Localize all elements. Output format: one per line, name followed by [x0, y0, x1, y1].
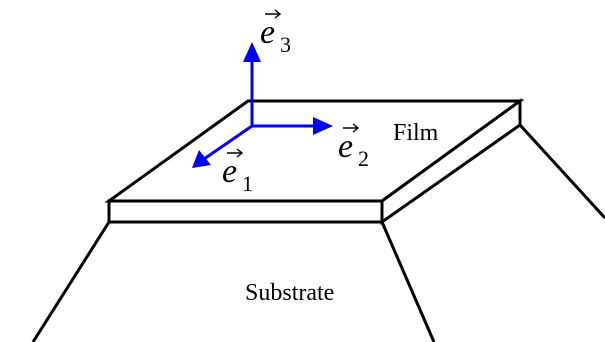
vector-e3-symbol: e — [260, 14, 275, 51]
vector-e3-overarrow — [265, 9, 282, 19]
film-front-face — [107, 199, 384, 224]
vector-e1-symbol: e — [222, 153, 237, 190]
vector-e1-overarrow — [227, 148, 244, 158]
vector-e2-symbol: e — [338, 128, 353, 165]
vector-e2-subscript: 2 — [358, 146, 369, 171]
vector-e1-subscript: 1 — [242, 171, 253, 196]
axis-e2-arrowhead — [313, 117, 333, 135]
vector-label-e1: e 1 — [222, 148, 253, 196]
substrate-outline — [31, 123, 605, 342]
vector-e3-subscript: 3 — [280, 32, 291, 57]
substrate-label: Substrate — [245, 280, 334, 306]
vector-label-e2: e 2 — [338, 123, 369, 171]
axis-e1-arrowhead — [192, 150, 211, 168]
coordinate-axes — [192, 42, 333, 168]
film-slab — [104, 98, 525, 225]
film-side-face — [380, 98, 522, 225]
axis-e3-arrowhead — [243, 42, 261, 62]
substrate-right-edge-bottom — [380, 221, 436, 342]
film-label: Film — [393, 120, 439, 146]
vector-e2-overarrow — [343, 123, 360, 133]
substrate-right-edge-top — [518, 123, 605, 220]
vector-label-e3: e 3 — [260, 9, 291, 57]
axis-e1 — [203, 124, 253, 161]
substrate-left-edge — [31, 221, 111, 342]
